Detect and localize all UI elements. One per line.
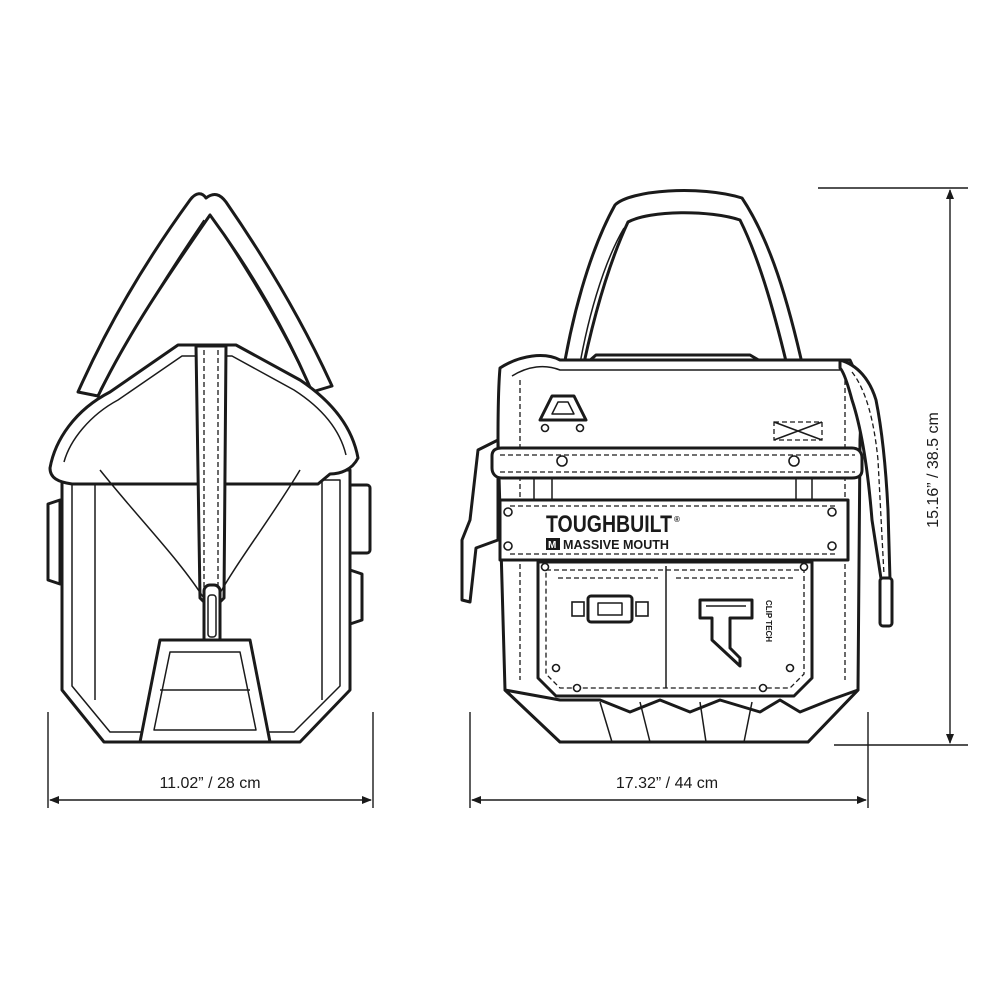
width-dimension: 17.32” / 44 cm [469,712,869,808]
side-pocket-right [348,568,364,626]
depth-label: 11.02” / 28 cm [159,775,260,792]
width-label: 17.32” / 44 cm [616,775,718,792]
logo-panel [498,498,850,562]
model-badge: M [548,540,556,551]
front-left-strap [460,438,500,604]
side-view-bag [46,192,372,744]
height-label: 15.16” / 38.5 cm [925,412,942,528]
registered-mark: ® [674,515,680,524]
front-view-bag: TOUGHBUILT ® M MASSIVE MOUTH CLIP TECH [460,189,894,744]
side-pocket-left [46,498,62,586]
brand-logo: TOUGHBUILT [546,511,672,538]
depth-dimension: 11.02” / 28 cm [47,712,374,808]
model-badge-box [546,538,560,550]
clip-tech-plate: CLIP TECH [698,598,773,668]
front-side-zipper [838,358,892,587]
model-name: MASSIVE MOUTH [563,537,669,552]
side-base [138,638,272,744]
clip-tech-label: CLIP TECH [764,600,773,642]
front-base [503,688,860,744]
pocket-buckle [571,594,649,624]
side-zipper [99,344,301,649]
side-handle [76,192,334,398]
front-strap-band [490,446,864,480]
side-zipper-pull [878,576,894,628]
height-dimension: 15.16” / 38.5 cm [818,187,968,746]
